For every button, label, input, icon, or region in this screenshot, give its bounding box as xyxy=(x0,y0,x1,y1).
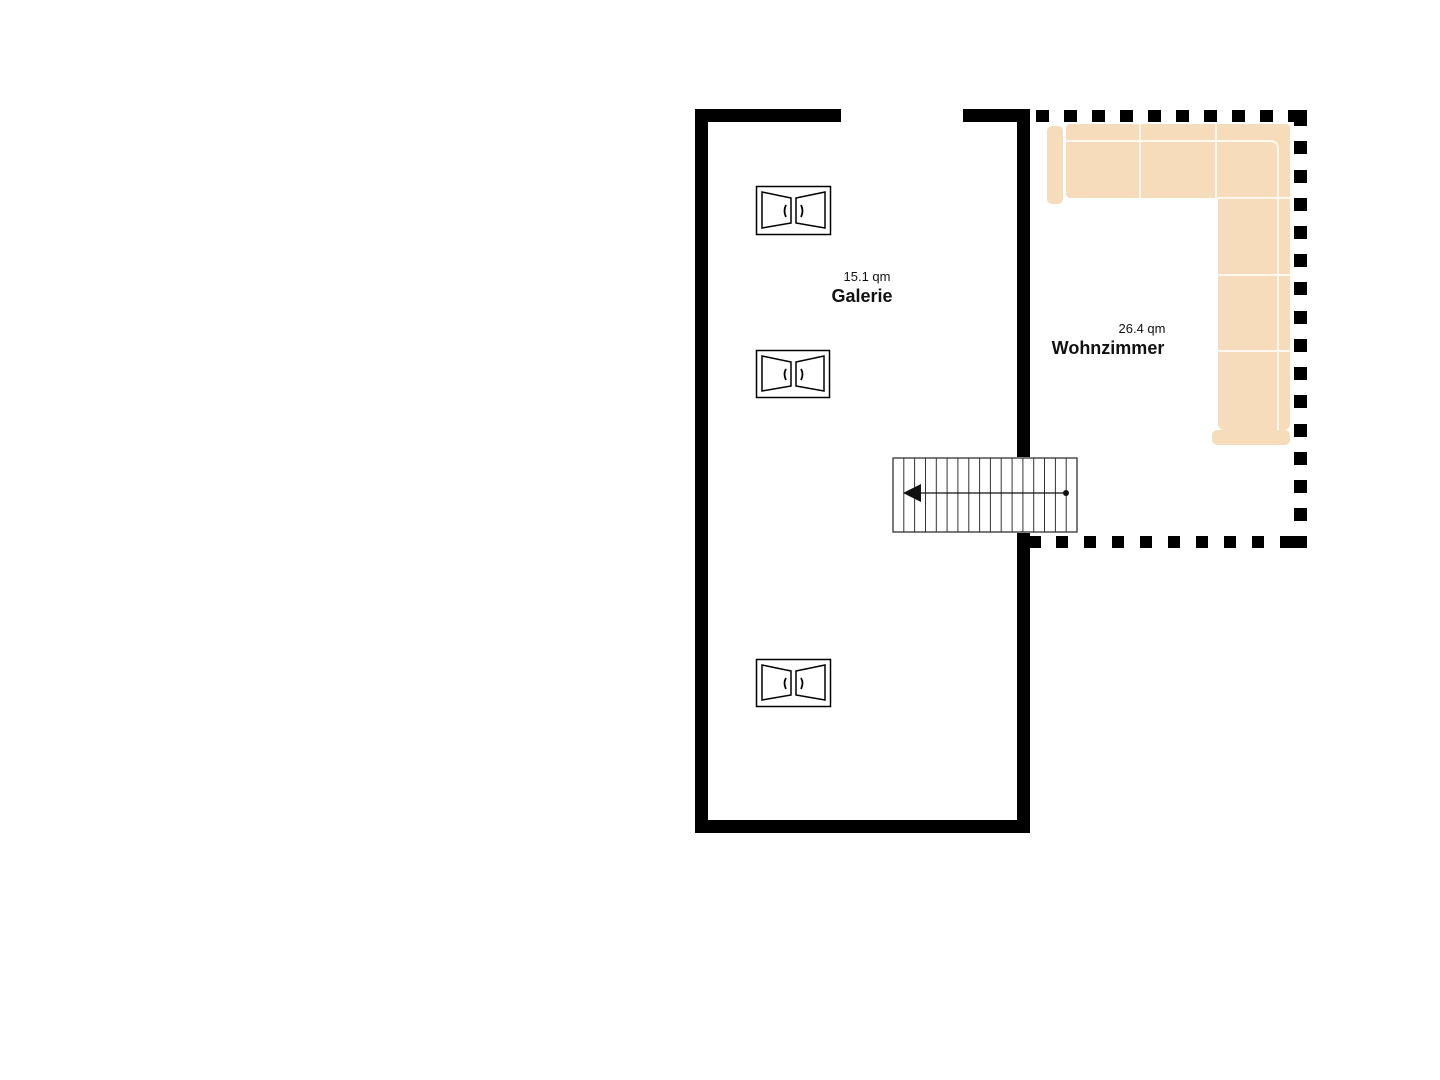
corner-sofa-icon xyxy=(1047,124,1290,445)
wall-right-lower xyxy=(1017,533,1030,833)
dashed-right xyxy=(1294,141,1307,521)
sofa-left-arm xyxy=(1047,126,1063,204)
galerie-walls xyxy=(695,109,1030,833)
galerie-area-label: 15.1 qm xyxy=(844,269,891,284)
wall-bottom xyxy=(695,820,1030,833)
window-icon-2 xyxy=(755,349,831,399)
stair-arrow-icon xyxy=(903,484,921,502)
wall-right-upper xyxy=(1017,109,1030,457)
wall-left xyxy=(695,109,708,833)
window-icon-1 xyxy=(755,185,832,236)
stair-start-dot xyxy=(1063,490,1069,496)
staircase-icon xyxy=(892,457,1078,533)
wall-top-left xyxy=(695,109,841,122)
wohnzimmer-dashed-boundary xyxy=(1030,110,1307,548)
galerie-room-label: Galerie xyxy=(831,286,892,306)
dashed-bottom xyxy=(1030,536,1307,548)
sofa-right-section xyxy=(1218,124,1290,430)
dashed-top xyxy=(1036,110,1307,126)
wohnzimmer-room-label: Wohnzimmer xyxy=(1052,338,1165,358)
wall-top-right xyxy=(963,109,1030,122)
window-icon-3 xyxy=(755,658,832,708)
wohnzimmer-area-label: 26.4 qm xyxy=(1119,321,1166,336)
sofa-bottom-arm xyxy=(1212,430,1290,445)
